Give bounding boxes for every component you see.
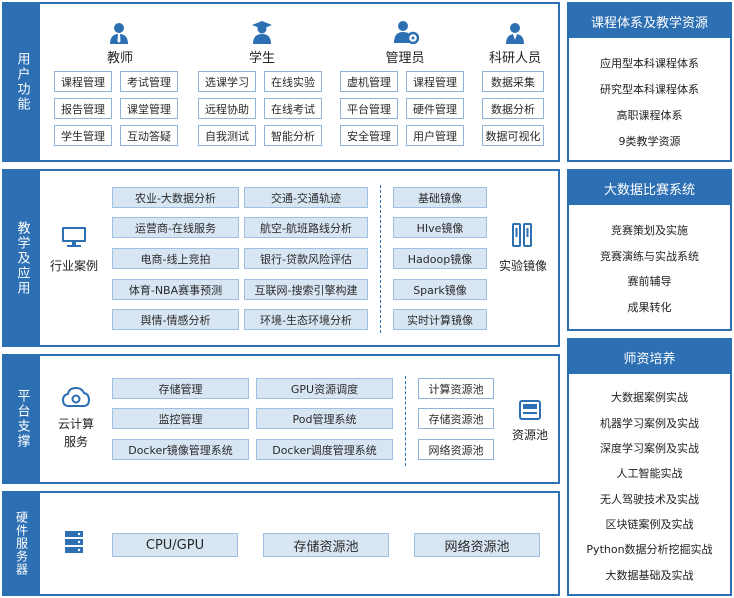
researcher-item[interactable]: 数据可视化 [482,125,544,146]
service-item[interactable]: 存储管理 [112,378,249,399]
admin-item[interactable]: 安全管理 [340,125,398,146]
band-label-user: 用户功能 [4,4,40,160]
service-item[interactable]: GPU资源调度 [256,378,393,399]
teacher-item[interactable]: 课程管理 [54,71,112,92]
hardware-server-band: 硬件服务器 CPU/GPU 存储资源池 网络资源池 [2,491,560,596]
side-item: 人工智能实战 [616,467,683,480]
pool-item[interactable]: 存储资源池 [418,408,494,429]
researcher-icon [506,23,524,44]
student-item[interactable]: 选课学习 [198,71,256,92]
divider [405,376,406,466]
image-item[interactable]: HIve镜像 [393,217,487,238]
pool-item[interactable]: 网络资源池 [418,439,494,460]
case-item[interactable]: 舆情-情感分析 [112,309,239,330]
image-item[interactable]: Hadoop镜像 [393,248,487,269]
case-item[interactable]: 航空-航班路线分析 [244,217,368,238]
side-panel-teacher-training: 师资培养 大数据案例实战 机器学习案例及实战 深度学习案例及实战 人工智能实战 … [567,338,732,596]
teacher-item[interactable]: 考试管理 [120,71,178,92]
case-item[interactable]: 农业-大数据分析 [112,187,239,208]
side-panel-title: 课程体系及教学资源 [569,4,730,38]
side-item: 机器学习案例及实战 [600,417,699,430]
side-panel-title: 师资培养 [569,340,730,374]
side-item: 大数据基础及实战 [605,569,694,582]
admin-item[interactable]: 虚机管理 [340,71,398,92]
image-item[interactable]: 实时计算镜像 [393,309,487,330]
teacher-item[interactable]: 互动答疑 [120,125,178,146]
teaching-application-band: 教学及应用 行业案例 农业-大数据分析 交通-交通轨迹 运营商-在线服务 航空-… [2,169,560,347]
user-function-band: 用户功能 教师 学生 管理员 科研人员 课程管理 考试管理 报告管理 课堂管理 … [2,2,560,162]
side-item: 无人驾驶技术及实战 [600,493,699,506]
side-item: 研究型本科课程体系 [600,83,699,96]
side-item: 竞赛演练与实战系统 [600,250,699,263]
role-teacher: 教师 [106,51,133,66]
student-icon [252,21,272,44]
admin-item[interactable]: 平台管理 [340,98,398,119]
service-item[interactable]: Docker镜像管理系统 [112,439,249,460]
admin-icon [394,21,419,44]
hardware-item[interactable]: 存储资源池 [263,533,389,557]
case-item[interactable]: 电商-线上竞拍 [112,248,239,269]
pool-item[interactable]: 计算资源池 [418,378,494,399]
side-item: 高职课程体系 [616,109,683,122]
side-item: 区块链案例及实战 [605,518,694,531]
monitor-icon [62,227,86,247]
admin-item[interactable]: 用户管理 [406,125,464,146]
server-columns-icon [512,223,532,247]
cloud-service-title-2: 服务 [63,435,88,449]
admin-item[interactable]: 课程管理 [406,71,464,92]
band-label-hardware: 硬件服务器 [4,493,40,594]
side-item: 应用型本科课程体系 [600,57,699,70]
student-item[interactable]: 远程协助 [198,98,256,119]
side-item: 大数据案例实战 [611,391,688,404]
image-item[interactable]: Spark镜像 [393,279,487,300]
platform-support-band: 平台支撑 云计算 服务 存储管理 GPU资源调度 监控管理 Pod管理系统 Do… [2,354,560,484]
side-item: 成果转化 [627,301,672,314]
researcher-item[interactable]: 数据采集 [482,71,544,92]
case-item[interactable]: 银行-贷款风险评估 [244,248,368,269]
band-label-platform: 平台支撑 [4,356,40,482]
cloud-service-title-1: 云计算 [57,417,94,431]
admin-item[interactable]: 硬件管理 [406,98,464,119]
teacher-item[interactable]: 课堂管理 [120,98,178,119]
server-rack-icon [65,531,83,553]
service-item[interactable]: Docker调度管理系统 [256,439,393,460]
student-item[interactable]: 智能分析 [264,125,322,146]
side-item: 深度学习案例及实战 [600,442,699,455]
student-item[interactable]: 自我测试 [198,125,256,146]
hardware-item[interactable]: 网络资源池 [414,533,540,557]
divider [380,185,381,333]
teacher-item[interactable]: 学生管理 [54,125,112,146]
hardware-item[interactable]: CPU/GPU [112,533,238,557]
resource-pool-icon [519,400,541,420]
case-item[interactable]: 体育-NBA赛事预测 [112,279,239,300]
experiment-images-title: 实验镜像 [498,259,547,273]
resource-pool-title: 资源池 [511,428,548,442]
side-panel-curriculum: 课程体系及教学资源 应用型本科课程体系 研究型本科课程体系 高职课程体系 9类教… [567,2,732,162]
band-label-teaching: 教学及应用 [4,171,40,345]
side-panel-title: 大数据比赛系统 [569,171,730,205]
industry-cases-title: 行业案例 [49,259,98,273]
service-item[interactable]: Pod管理系统 [256,408,393,429]
role-admin: 管理员 [385,51,425,66]
cloud-gear-icon [62,386,90,407]
role-researcher: 科研人员 [488,51,541,66]
case-item[interactable]: 交通-交通轨迹 [244,187,368,208]
student-item[interactable]: 在线实验 [264,71,322,92]
role-student: 学生 [248,51,275,66]
side-item: Python数据分析挖掘实战 [586,543,713,556]
service-item[interactable]: 监控管理 [112,408,249,429]
side-item: 竞赛策划及实施 [611,224,688,237]
teacher-icon [110,23,128,44]
researcher-item[interactable]: 数据分析 [482,98,544,119]
teacher-item[interactable]: 报告管理 [54,98,112,119]
student-item[interactable]: 在线考试 [264,98,322,119]
case-item[interactable]: 环境-生态环境分析 [244,309,368,330]
image-item[interactable]: 基础镜像 [393,187,487,208]
case-item[interactable]: 运营商-在线服务 [112,217,239,238]
side-item: 赛前辅导 [627,275,672,288]
side-item: 9类教学资源 [618,135,681,148]
side-panel-competition: 大数据比赛系统 竞赛策划及实施 竞赛演练与实战系统 赛前辅导 成果转化 [567,169,732,331]
case-item[interactable]: 互联网-搜索引擎构建 [244,279,368,300]
